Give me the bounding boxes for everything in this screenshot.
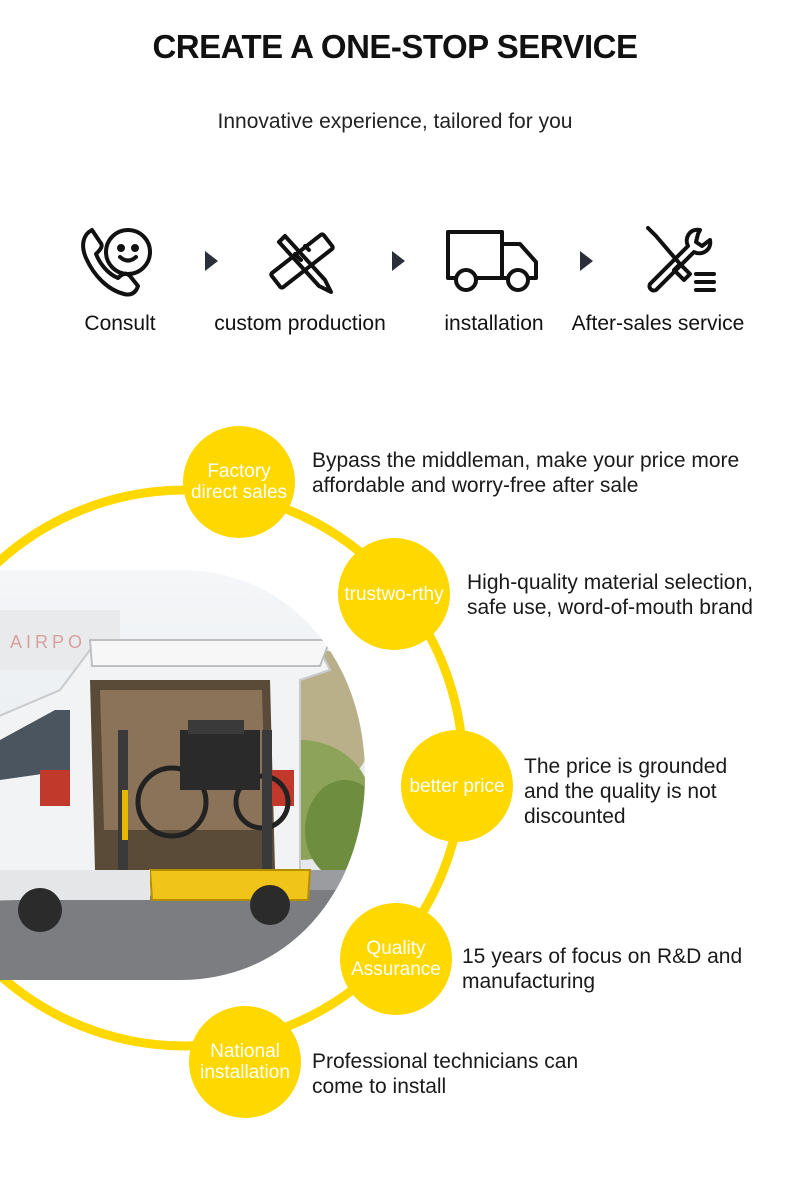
feature-desc-installation: Professional technicians can come to ins… bbox=[312, 1050, 579, 1098]
step-label-production: custom production bbox=[214, 312, 386, 335]
step-label-after-sales: After-sales service bbox=[571, 312, 745, 335]
step-arrow-icon bbox=[392, 251, 405, 271]
feature-desc-factory-direct: Bypass the middleman, make your price mo… bbox=[312, 449, 740, 497]
step-arrow-icon bbox=[205, 251, 218, 271]
badge-trustworthy: trustwo-rthy bbox=[338, 538, 450, 650]
van-wheelchair-lift-photo: AIRPO bbox=[0, 570, 365, 980]
step-label-installation: installation bbox=[444, 312, 544, 335]
feature-desc-quality: 15 years of focus on R&D and manufacturi… bbox=[462, 945, 743, 993]
step-label-consult: Consult bbox=[84, 312, 156, 335]
feature-desc-trustworthy: High-quality material selection, safe us… bbox=[467, 571, 753, 619]
badge-better-price: better price bbox=[401, 730, 513, 842]
badge-factory-direct-sales: Factory direct sales bbox=[183, 426, 295, 538]
badge-quality-assurance: Quality Assurance bbox=[340, 903, 452, 1015]
delivery-truck-icon bbox=[444, 228, 540, 294]
pencil-ruler-icon bbox=[265, 226, 339, 296]
phone-smile-icon bbox=[78, 222, 156, 298]
page-title: CREATE A ONE-STOP SERVICE bbox=[152, 28, 638, 65]
badge-national-installation: National installation bbox=[189, 1006, 301, 1118]
airport-sign: AIRPO bbox=[10, 632, 86, 652]
page-subtitle: Innovative experience, tailored for you bbox=[217, 110, 573, 133]
wrench-screwdriver-icon bbox=[640, 224, 716, 298]
step-arrow-icon bbox=[580, 251, 593, 271]
feature-desc-better-price: The price is grounded and the quality is… bbox=[524, 755, 728, 828]
